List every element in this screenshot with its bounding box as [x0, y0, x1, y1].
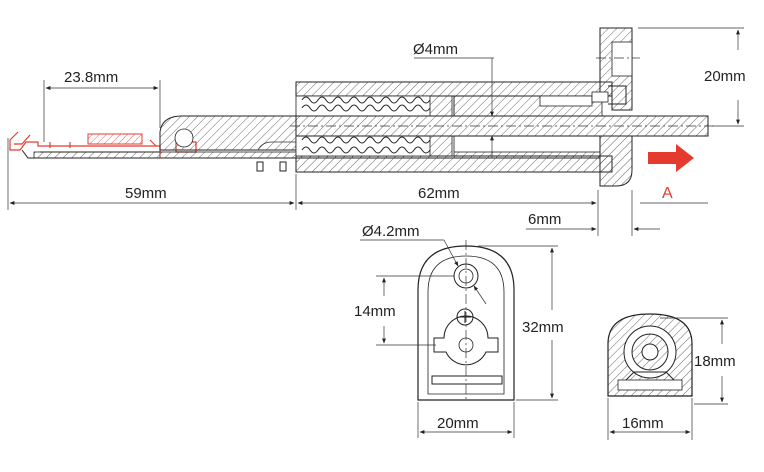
- dim-hole-spacing: 14mm: [354, 275, 454, 346]
- dim-latch-length: 23.8mm: [43, 69, 161, 142]
- end-view: 18mm 16mm: [607, 313, 736, 440]
- latch-offset-label: 59mm: [125, 185, 167, 202]
- flange-height-label: 20mm: [704, 68, 746, 85]
- latch-length-label: 23.8mm: [64, 69, 118, 86]
- flange-thickness-label: 6mm: [528, 211, 561, 228]
- housing-length-label: 62mm: [418, 185, 460, 202]
- dim-housing-length: 62mm: [297, 185, 599, 210]
- bolt-body: [159, 115, 297, 151]
- dim-bolt-diameter: Ø4mm: [413, 41, 494, 158]
- plate-width-label: 20mm: [437, 415, 479, 432]
- plate-height-label: 32mm: [522, 319, 564, 336]
- end-width-label: 16mm: [622, 415, 664, 432]
- side-view: A Ø4mm 20mm 23.8mm 59: [7, 27, 746, 236]
- dim-latch-offset: 59mm: [7, 138, 297, 210]
- dim-flange-thickness: 6mm: [526, 190, 708, 236]
- bolt-diameter-label: Ø4mm: [413, 41, 458, 58]
- end-height-label: 18mm: [694, 353, 736, 370]
- dim-flange-height: 20mm: [638, 27, 746, 127]
- dim-plate-height: 32mm: [478, 245, 564, 401]
- direction-arrow: A: [648, 144, 694, 202]
- front-view: Ø4.2mm 14mm 32mm 20mm: [354, 223, 564, 438]
- dim-plate-width: 20mm: [417, 402, 515, 438]
- hole-diameter-label: Ø4.2mm: [362, 223, 420, 240]
- dim-end-width: 16mm: [607, 398, 693, 440]
- hole-spacing-label: 14mm: [354, 303, 396, 320]
- direction-label: A: [662, 185, 673, 202]
- latch-spring-clip: [9, 131, 197, 158]
- end-flange: [591, 27, 640, 187]
- dim-hole-diameter: Ø4.2mm: [360, 223, 487, 305]
- dim-end-height: 18mm: [660, 317, 736, 405]
- housing: [290, 81, 716, 173]
